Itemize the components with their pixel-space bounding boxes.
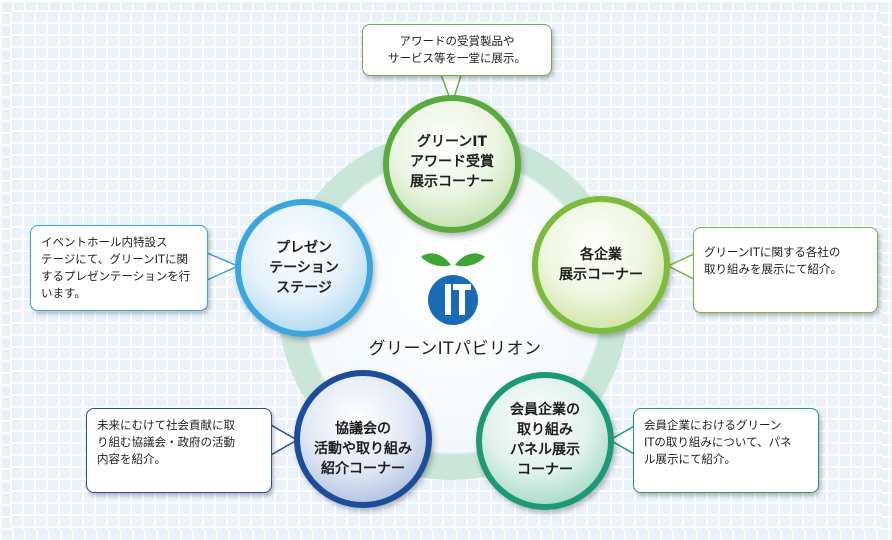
node-company-corner — [532, 196, 670, 334]
node-presentation-stage — [235, 199, 373, 337]
callout-pointer-bottom-left — [270, 423, 299, 457]
node-panel-corner — [476, 372, 614, 510]
callout-pointer-right — [666, 251, 697, 282]
callout-council: 未来にむけて社会貢献に取 り組む協議会・政府の活動 内容を紹介。 — [86, 408, 272, 493]
node-presentation-label: プレゼン テーション ステージ — [269, 240, 339, 296]
node-panel-label: 会員企業の 取り組み パネル展示 コーナー — [510, 402, 580, 478]
node-company-label: 各企業 展示コーナー — [559, 247, 643, 283]
callout-award: アワードの受賞製品や サービス等を一堂に展示。 — [362, 24, 552, 76]
node-council-corner — [294, 370, 432, 508]
node-council-label: 協議会の 活動や取り組み 紹介コーナー — [314, 421, 412, 477]
node-award-label: グリーンIT アワード受賞 展示コーナー — [410, 134, 494, 190]
green-it-logo-icon — [421, 253, 485, 325]
callout-presentation: イベントホール内特設ス テージにて、グリーンITに関 するプレゼンテーションを行… — [30, 225, 208, 311]
node-award-corner — [383, 95, 521, 233]
callout-pointer-left — [206, 251, 240, 282]
center-title: グリーンITパビリオン — [368, 339, 542, 359]
callout-company: グリーンITに関する各社の 取り組みを展示にて紹介。 — [693, 227, 878, 313]
callout-panel: 会員企業におけるグリーン ITの取り組みについて、パネ ル展示にて紹介。 — [633, 408, 819, 493]
